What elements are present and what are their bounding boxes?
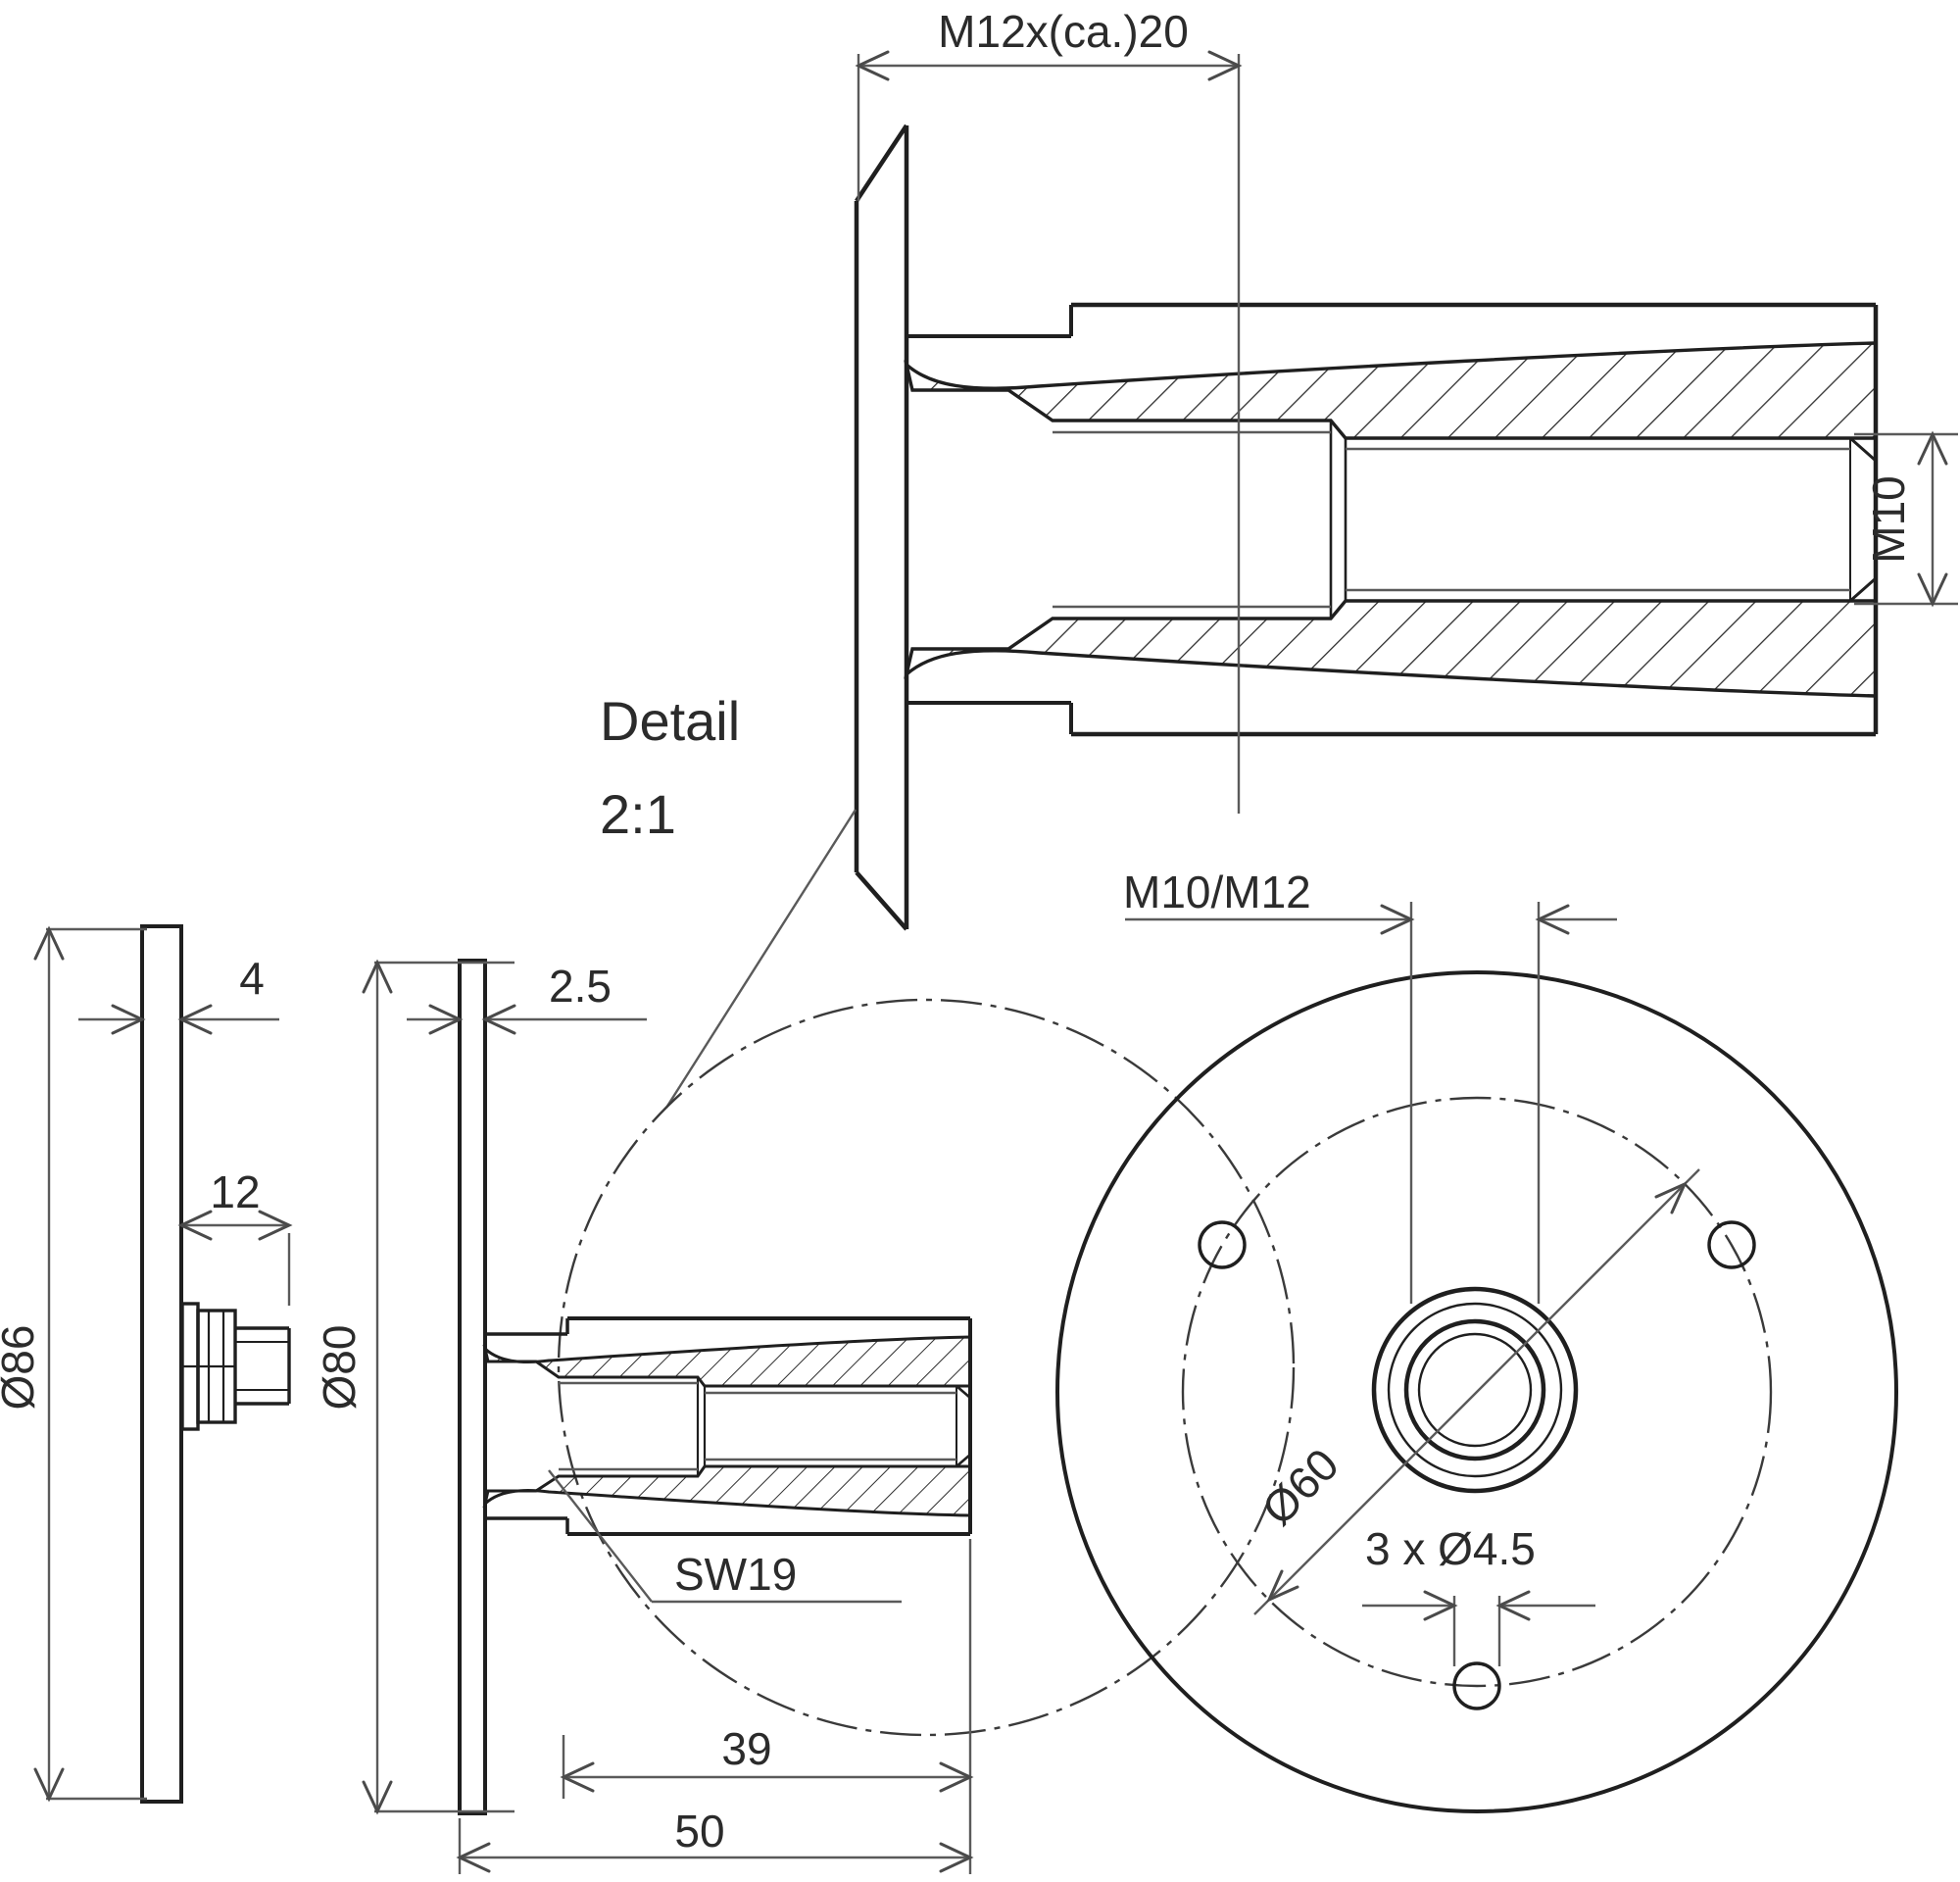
section-view: 2.5 Ø80 SW19 39 50 [314, 959, 1296, 1874]
section-bushing-outline [485, 1316, 972, 1536]
front-thread-label: M10/M12 [1123, 867, 1311, 917]
side-plate-diameter-label: Ø86 [0, 1325, 43, 1411]
side-protrusion-dimension: 12 [177, 1166, 293, 1306]
detail-upper-wall-hatch [904, 341, 1878, 440]
section-plate-thickness-dimension: 2.5 [407, 961, 647, 1035]
front-plate-circle [1055, 970, 1898, 1813]
side-protrusion-label: 12 [210, 1166, 260, 1217]
detail-thread-depth-dimension: M12x(ca.)20 [855, 6, 1243, 814]
section-thread-length-label: 39 [721, 1723, 771, 1774]
side-plate-thickness-dimension: 4 [78, 953, 279, 1035]
front-mounting-holes-label: 3 x Ø4.5 [1365, 1523, 1536, 1574]
front-view: M10/M12 Ø60 3 x Ø4.5 [1055, 867, 1898, 1813]
front-bolt-circle-label: Ø60 [1252, 1439, 1348, 1535]
detail-view-2to1: M12x(ca.)20 M10 Detail 2:1 [600, 6, 1958, 1109]
inner-thread-dim-label: M10 [1863, 475, 1914, 563]
section-plate-thickness-label: 2.5 [549, 961, 612, 1012]
side-socket-profile [180, 1302, 291, 1431]
thread-depth-dim-label: M12x(ca.)20 [938, 6, 1189, 57]
detail-bushing-outline [906, 302, 1879, 737]
section-plate-outline [458, 959, 487, 1815]
front-thread-dimension: M10/M12 [1123, 867, 1617, 1304]
detail-inner-thread-dimension: M10 [1854, 430, 1958, 608]
detail-plate-outline [854, 124, 909, 931]
section-flange-diameter-dimension: Ø80 [314, 959, 514, 1815]
front-bushing-rings [1371, 1286, 1579, 1494]
detail-scale: 2:1 [600, 783, 676, 845]
detail-lower-wall-hatch [904, 599, 1878, 698]
detail-title: Detail [600, 690, 740, 752]
section-flange-diameter-label: Ø80 [314, 1325, 365, 1411]
side-plate-diameter-dimension: Ø86 [0, 925, 147, 1803]
side-view: Ø86 4 12 [0, 924, 293, 1804]
section-thread-length-dimension: 39 [560, 1539, 974, 1874]
section-lower-wall-hatch [482, 1464, 972, 1517]
section-overall-length-label: 50 [674, 1806, 724, 1857]
side-plate-outline [140, 924, 183, 1804]
side-plate-thickness-label: 4 [239, 953, 265, 1004]
section-upper-wall-hatch [482, 1335, 972, 1388]
section-overall-length-dimension: 50 [456, 1806, 974, 1874]
front-mounting-holes [1198, 1220, 1756, 1710]
section-wrench-size-label: SW19 [674, 1549, 797, 1600]
detail-leader-line [664, 809, 858, 1109]
front-bolt-circle [1181, 1096, 1773, 1688]
front-mounting-holes-dimension: 3 x Ø4.5 [1362, 1523, 1595, 1666]
section-wrench-size-callout: SW19 [548, 1469, 902, 1604]
